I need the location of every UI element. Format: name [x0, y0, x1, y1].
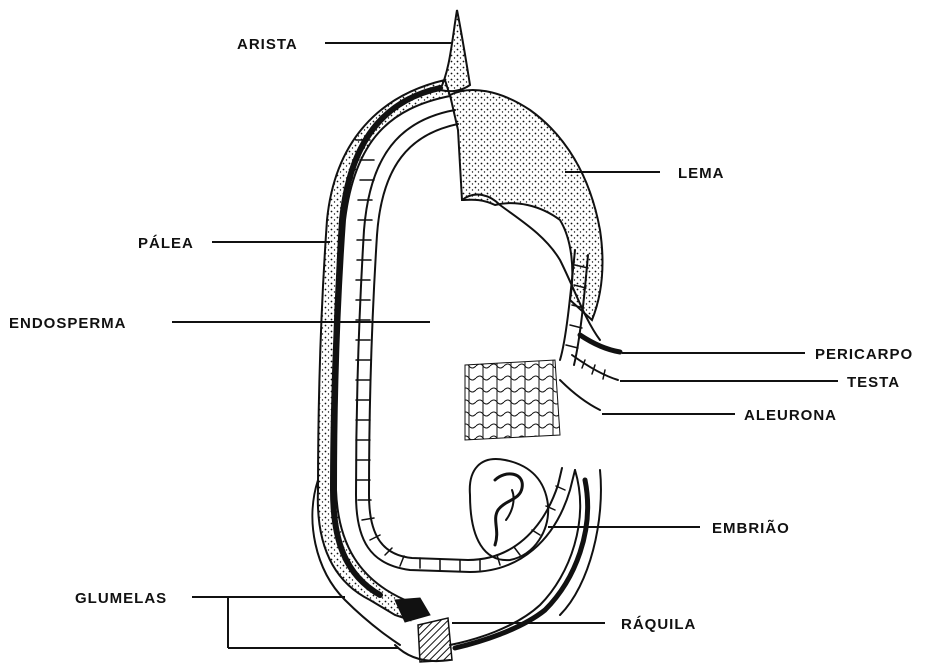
- embryo-scutellum: [495, 474, 522, 545]
- testa-cells: [582, 360, 605, 379]
- endosperm-starch-cells: [465, 360, 560, 440]
- lema-hull: [450, 90, 602, 320]
- pericarp-strand: [580, 335, 620, 352]
- label-lema: LEMA: [678, 165, 725, 182]
- raquila: [418, 618, 452, 662]
- glumelas-base: [395, 598, 430, 622]
- label-aleurona: ALEURONA: [744, 407, 837, 424]
- label-arista: ARISTA: [237, 36, 298, 53]
- embryo-coleoptile: [506, 490, 514, 520]
- arista-awn: [440, 10, 470, 91]
- aleurone-strand: [560, 380, 600, 410]
- label-endosperma: ENDOSPERMA: [9, 315, 127, 332]
- label-glumelas: GLUMELAS: [75, 590, 167, 607]
- label-palea: PÁLEA: [138, 235, 194, 252]
- label-testa: TESTA: [847, 374, 900, 391]
- label-pericarpo: PERICARPO: [815, 346, 913, 363]
- label-raquila: RÁQUILA: [621, 616, 696, 633]
- label-embriao: EMBRIÃO: [712, 519, 790, 537]
- testa-strand: [572, 355, 618, 380]
